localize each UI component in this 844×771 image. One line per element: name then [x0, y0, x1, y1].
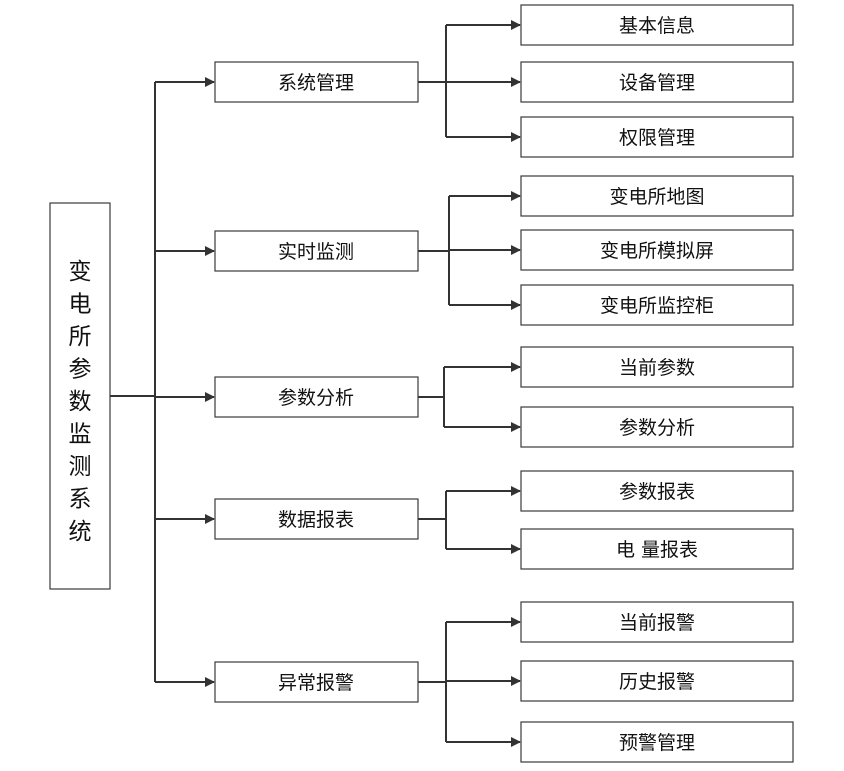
leaf-node-current-alarms: 当前报警 [520, 601, 794, 643]
module-label: 实时监测 [278, 241, 354, 263]
module-label: 系统管理 [278, 72, 354, 94]
leaf-label: 参数报表 [619, 481, 695, 503]
leaf-node-alarm-history: 历史报警 [520, 660, 794, 702]
module-node-system-management: 系统管理 [214, 61, 419, 103]
leaf-node-energy-report: 电 量报表 [520, 528, 794, 570]
leaf-node-device-management: 设备管理 [520, 61, 794, 103]
module-node-data-report: 数据报表 [214, 498, 419, 540]
root-label: 变电所参数监测系统 [69, 259, 92, 545]
leaf-node-substation-monitor-cabinet: 变电所监控柜 [520, 284, 794, 326]
leaf-node-parameter-analysis: 参数分析 [520, 406, 794, 448]
leaf-label: 权限管理 [619, 127, 695, 149]
leaf-node-substation-map: 变电所地图 [520, 175, 794, 217]
root-node: 变电所参数监测系统 [49, 202, 111, 590]
module-node-parameter-analysis: 参数分析 [214, 376, 419, 418]
module-label: 数据报表 [278, 509, 354, 531]
leaf-label: 参数分析 [619, 417, 695, 439]
leaf-label: 历史报警 [619, 671, 695, 693]
leaf-node-current-parameters: 当前参数 [520, 346, 794, 388]
leaf-label: 变电所地图 [609, 186, 704, 208]
module-node-alarm: 异常报警 [214, 661, 419, 703]
leaf-label: 变电所监控柜 [600, 295, 714, 317]
leaf-node-early-warning-management: 预警管理 [520, 721, 794, 763]
leaf-label: 变电所模拟屏 [600, 240, 714, 262]
leaf-node-basic-info: 基本信息 [520, 4, 794, 46]
leaf-label: 基本信息 [619, 15, 695, 37]
leaf-label: 当前报警 [619, 612, 695, 634]
leaf-node-parameter-report: 参数报表 [520, 470, 794, 512]
module-label: 参数分析 [278, 387, 354, 409]
module-label: 异常报警 [278, 672, 354, 694]
module-node-realtime-monitoring: 实时监测 [214, 230, 419, 272]
leaf-node-permission-management: 权限管理 [520, 116, 794, 158]
leaf-label: 电 量报表 [616, 539, 698, 561]
leaf-label: 预警管理 [619, 732, 695, 754]
leaf-label: 当前参数 [619, 357, 695, 379]
leaf-label: 设备管理 [619, 72, 695, 94]
connector-lines [110, 20, 521, 747]
leaf-node-substation-mimic-screen: 变电所模拟屏 [520, 229, 794, 271]
